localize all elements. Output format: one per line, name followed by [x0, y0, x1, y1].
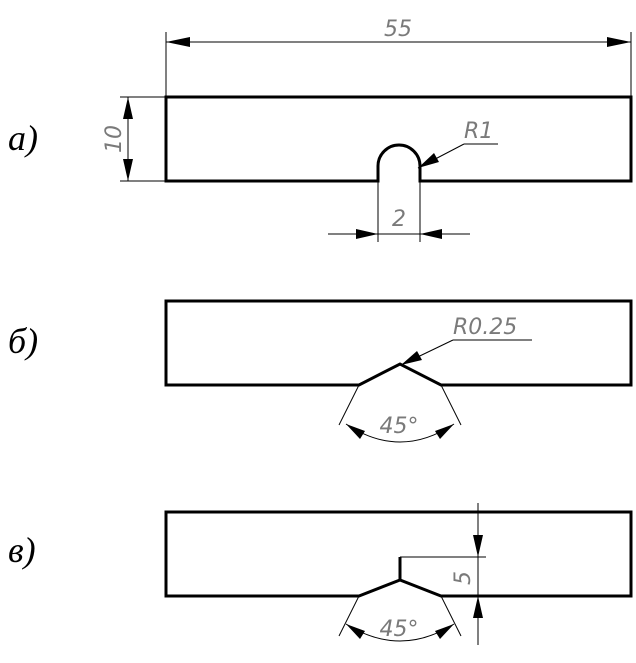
notch-angle-value: 45° — [380, 414, 419, 439]
notch-angle-value: 45° — [380, 617, 419, 642]
specimen-a-outline — [164, 95, 633, 183]
notch-width-value: 2 — [392, 207, 406, 232]
notch-depth-dimension: 5 — [400, 503, 631, 645]
specimen-c-outline — [164, 510, 633, 598]
notch-width-dimension: 2 — [328, 181, 470, 242]
notch-angle-dimension: 45° — [338, 384, 462, 443]
length-value: 55 — [384, 17, 412, 42]
label-b: б) — [8, 321, 38, 361]
notch-radius-value: R1 — [464, 119, 493, 144]
label-c: в) — [8, 530, 36, 570]
height-dimension: 10 — [102, 96, 166, 182]
notch-depth-value: 5 — [451, 571, 476, 585]
notch-radius-value: R0.25 — [453, 315, 517, 340]
notch-radius-leader: R0.25 — [400, 315, 532, 366]
specimen-c: в) 5 45° — [8, 503, 633, 645]
specimen-b-outline — [164, 299, 633, 387]
length-dimension: 55 — [165, 17, 632, 97]
notch-angle-dimension: 45° — [338, 595, 462, 642]
specimen-b: б) R0.25 45° — [8, 299, 633, 443]
label-a: а) — [8, 118, 38, 158]
specimen-a: а) 55 10 R1 — [8, 17, 633, 242]
height-value: 10 — [102, 125, 127, 153]
notch-radius-leader: R1 — [417, 119, 498, 169]
